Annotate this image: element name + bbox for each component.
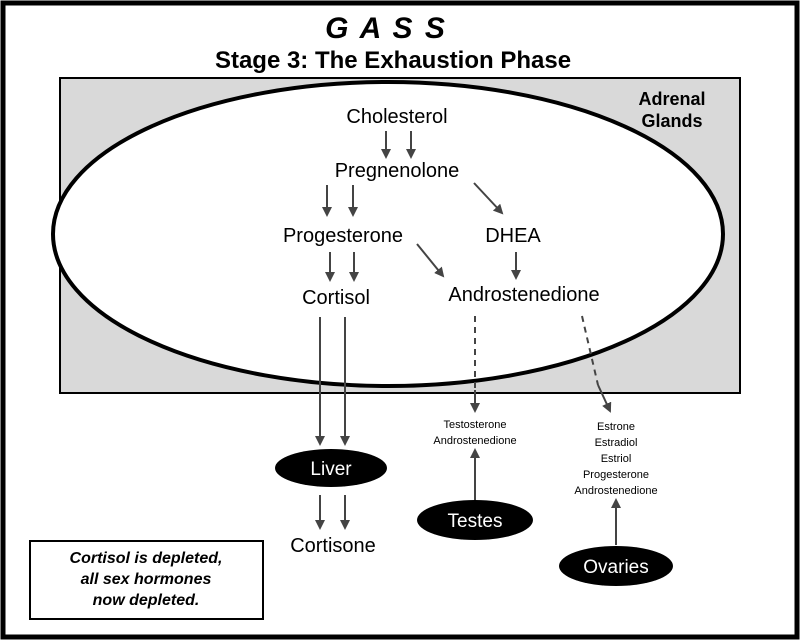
ovaries-hormone-4: Progesterone bbox=[583, 469, 649, 481]
testes-hormone-1: Testosterone bbox=[444, 419, 507, 431]
node-pregnenolone: Pregnenolone bbox=[335, 160, 460, 182]
liver-oval bbox=[275, 449, 387, 487]
arrow-androstenedione-ovaries bbox=[597, 384, 612, 413]
note-box bbox=[29, 540, 264, 620]
ovaries-hormone-1: Estrone bbox=[597, 421, 635, 433]
dash-androstenedione-ovaries bbox=[581, 315, 599, 386]
note-line-3: now depleted. bbox=[93, 592, 200, 609]
node-cortisone: Cortisone bbox=[290, 535, 376, 557]
ovaries-label: Ovaries bbox=[583, 557, 648, 578]
node-androstenedione: Androstenedione bbox=[448, 284, 599, 306]
testes-hormone-2: Androstenedione bbox=[433, 435, 516, 447]
node-cholesterol: Cholesterol bbox=[346, 106, 447, 128]
ovaries-hormone-5: Androstenedione bbox=[574, 485, 657, 497]
note-line-1: Cortisol is depleted, bbox=[70, 550, 223, 567]
adrenal-gland-ellipse bbox=[51, 80, 725, 388]
page-subtitle: Stage 3: The Exhaustion Phase bbox=[215, 47, 571, 74]
arrow-progesterone-androstenedione bbox=[416, 243, 445, 278]
testes-oval bbox=[417, 500, 533, 540]
liver-label: Liver bbox=[310, 459, 352, 480]
page-title: G A S S bbox=[325, 12, 447, 45]
ovaries-hormone-2: Estradiol bbox=[595, 437, 638, 449]
ovaries-oval bbox=[559, 546, 673, 586]
ovaries-hormone-3: Estriol bbox=[601, 453, 632, 465]
adrenal-label-line1: Adrenal bbox=[638, 89, 705, 109]
testes-label: Testes bbox=[448, 511, 503, 532]
adrenal-label-line2: Glands bbox=[641, 111, 702, 131]
node-progesterone: Progesterone bbox=[283, 225, 403, 247]
note-line-2: all sex hormones bbox=[81, 571, 212, 588]
arrow-pregnenolone-dhea bbox=[473, 182, 504, 215]
node-dhea: DHEA bbox=[485, 225, 541, 247]
node-cortisol: Cortisol bbox=[302, 287, 370, 309]
